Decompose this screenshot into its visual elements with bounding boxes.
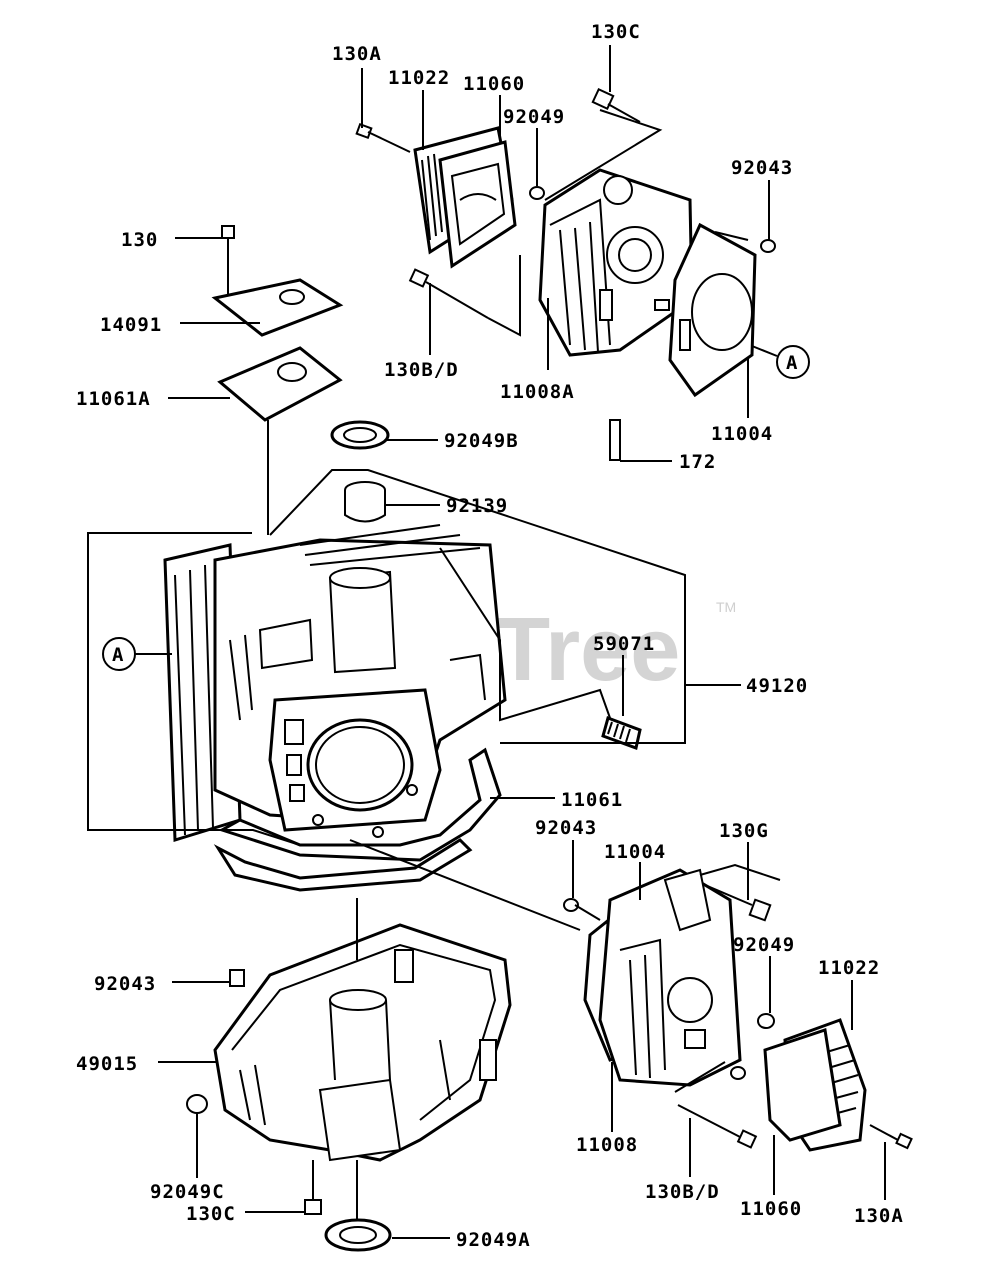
label-92049c[interactable]: 92049C xyxy=(150,1181,225,1203)
bushing-92139[interactable] xyxy=(344,481,386,523)
label-11022-bot[interactable]: 11022 xyxy=(818,957,880,979)
label-92049a[interactable]: 92049A xyxy=(456,1229,531,1251)
breather-gasket-11061a[interactable] xyxy=(217,346,343,422)
washer-92043-mid[interactable] xyxy=(563,898,579,912)
nut-92049-mid[interactable] xyxy=(757,1013,775,1029)
cylinder-head-11008[interactable] xyxy=(598,868,742,1087)
label-92043-top[interactable]: 92043 xyxy=(731,157,793,179)
gasket-11060-bottom[interactable] xyxy=(763,1028,842,1142)
label-11022-top[interactable]: 11022 xyxy=(388,67,450,89)
label-92049b[interactable]: 92049B xyxy=(444,430,519,452)
leader-lines xyxy=(158,45,886,1239)
label-59071[interactable]: 59071 xyxy=(593,633,655,655)
label-11004-top[interactable]: 11004 xyxy=(711,423,773,445)
cylinder-head-11008a[interactable] xyxy=(538,168,694,357)
label-92049-top[interactable]: 92049 xyxy=(503,106,565,128)
label-130c-bot[interactable]: 130C xyxy=(186,1203,236,1225)
label-92049-mid[interactable]: 92049 xyxy=(733,934,795,956)
breather-cover-14091[interactable] xyxy=(211,278,344,337)
screw-130[interactable] xyxy=(221,225,235,239)
breather-assembly xyxy=(211,225,344,535)
label-11061[interactable]: 11061 xyxy=(561,789,623,811)
callout-a-left: A xyxy=(102,637,172,671)
oil-pan-49015[interactable] xyxy=(213,923,512,1162)
label-92043-mid[interactable]: 92043 xyxy=(535,817,597,839)
label-11060-bot[interactable]: 11060 xyxy=(740,1198,802,1220)
svg-text:A: A xyxy=(112,644,124,666)
bolt-130c-top[interactable] xyxy=(591,87,641,123)
label-130a-top[interactable]: 130A xyxy=(332,43,382,65)
svg-text:A: A xyxy=(786,352,798,374)
label-130c-top[interactable]: 130C xyxy=(591,21,641,43)
plug-59071[interactable] xyxy=(601,716,642,750)
label-130bd-top[interactable]: 130B/D xyxy=(384,359,459,381)
plug-92049c[interactable] xyxy=(186,1094,208,1114)
gasket-11060-top[interactable] xyxy=(438,140,517,269)
label-130[interactable]: 130 xyxy=(121,229,158,251)
label-92139[interactable]: 92139 xyxy=(446,495,508,517)
label-11008[interactable]: 11008 xyxy=(576,1134,638,1156)
washer-92043-top[interactable] xyxy=(760,239,776,253)
label-11060-top[interactable]: 11060 xyxy=(463,73,525,95)
label-11061a[interactable]: 11061A xyxy=(76,388,151,410)
callout-a-top: A xyxy=(751,345,810,379)
label-11008a[interactable]: 11008A xyxy=(500,381,575,403)
watermark-trademark: TM xyxy=(716,599,736,615)
label-172[interactable]: 172 xyxy=(679,451,716,473)
label-14091[interactable]: 14091 xyxy=(100,314,162,336)
top-head-assembly xyxy=(355,87,776,461)
label-130a-bot[interactable]: 130A xyxy=(854,1205,904,1227)
bolt-130g[interactable] xyxy=(704,884,772,922)
bolt-130bd-top[interactable] xyxy=(408,268,489,319)
crankcase-49120[interactable] xyxy=(163,524,507,843)
label-130g[interactable]: 130G xyxy=(719,820,769,842)
seal-92049a[interactable] xyxy=(324,1218,392,1252)
nut-92049-top[interactable] xyxy=(529,186,545,200)
head-gasket-11004-top[interactable] xyxy=(668,222,757,398)
bolt-130a-top[interactable] xyxy=(355,122,411,153)
seal-92049b[interactable] xyxy=(330,420,390,450)
stud-172[interactable] xyxy=(609,419,621,461)
plug-92043-left[interactable] xyxy=(229,969,245,987)
part-labels: 130A 11022 11060 130C 92049 92043 130 14… xyxy=(76,21,904,1251)
bolt-130a-bottom[interactable] xyxy=(869,1124,913,1150)
bolt-130bd-bottom[interactable] xyxy=(677,1104,758,1149)
bolt-130c-bottom[interactable] xyxy=(304,1160,322,1215)
label-11004-mid[interactable]: 11004 xyxy=(604,841,666,863)
label-49015[interactable]: 49015 xyxy=(76,1053,138,1075)
lower-head-assembly xyxy=(563,863,913,1152)
label-130bd-bot[interactable]: 130B/D xyxy=(645,1181,720,1203)
label-92043-left[interactable]: 92043 xyxy=(94,973,156,995)
label-49120[interactable]: 49120 xyxy=(746,675,808,697)
